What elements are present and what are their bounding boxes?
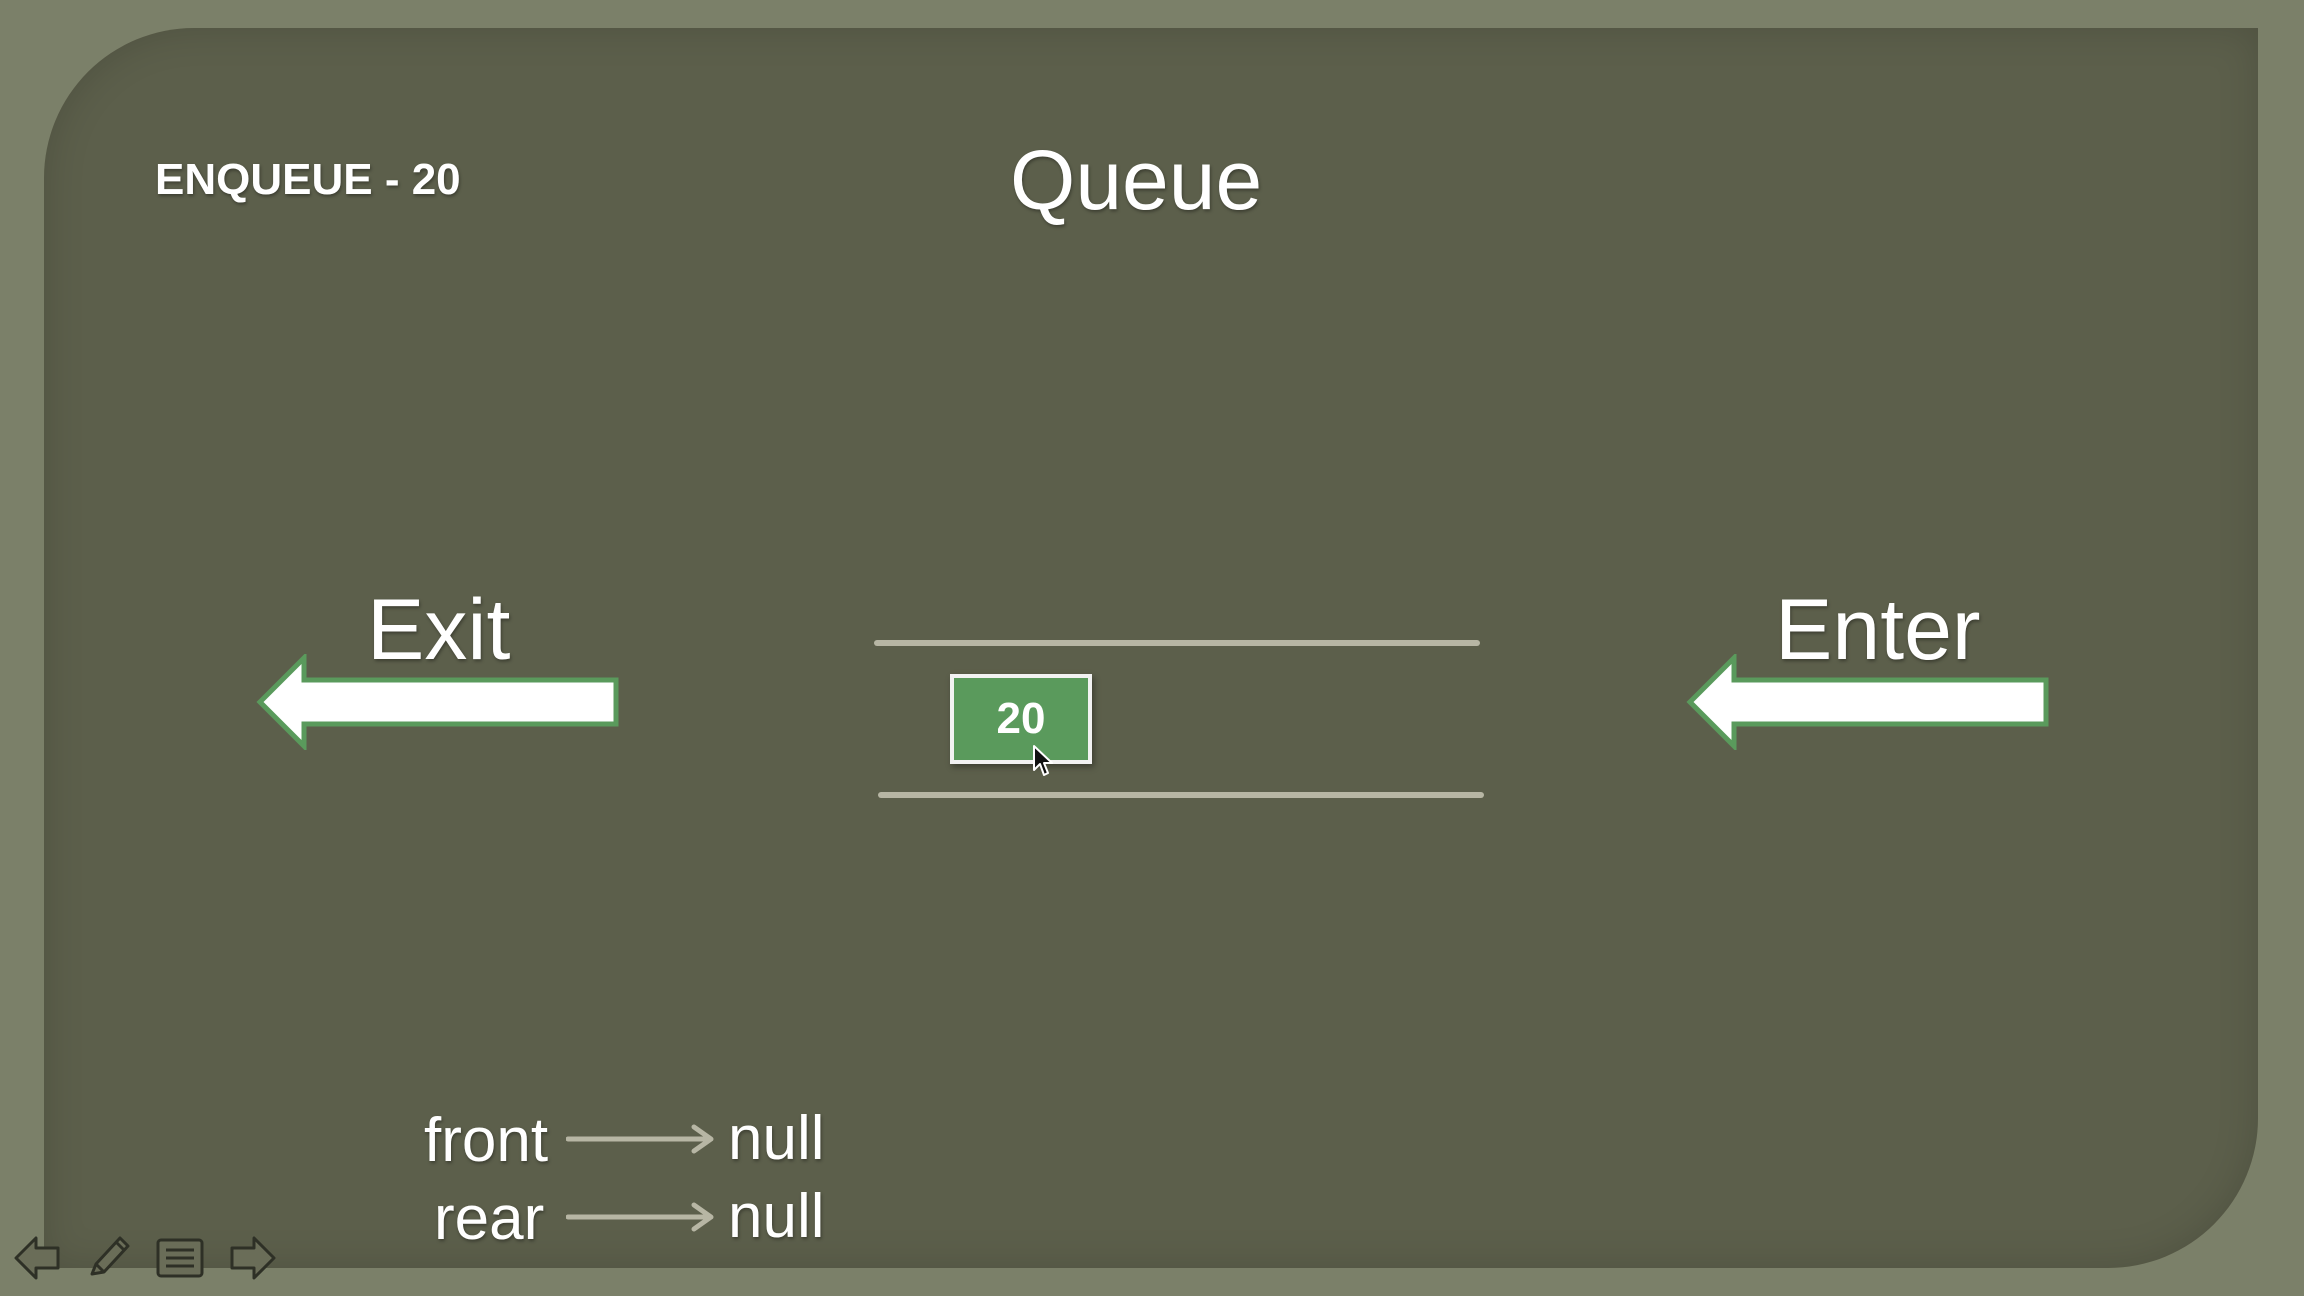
- mouse-pointer-icon: [1033, 745, 1053, 776]
- exit-label: Exit: [367, 582, 511, 678]
- enter-label: Enter: [1775, 582, 1981, 678]
- front-pointer-label: front: [424, 1106, 549, 1175]
- slide: [44, 28, 2258, 1268]
- pen-icon[interactable]: [80, 1230, 136, 1286]
- exit-arrow-icon: [256, 654, 619, 750]
- menu-icon[interactable]: [152, 1230, 208, 1286]
- queue-node-value: 20: [996, 694, 1046, 743]
- rear-pointer-value: null: [728, 1182, 825, 1251]
- operation-label: ENQUEUE - 20: [155, 155, 461, 204]
- rear-pointer-arrow-icon: [566, 1202, 714, 1232]
- slideshow-controls: [10, 1230, 280, 1286]
- next-arrow-icon[interactable]: [224, 1230, 280, 1286]
- rear-pointer-label: rear: [434, 1184, 545, 1253]
- enter-arrow-icon: [1686, 654, 2049, 750]
- slide-title: Queue: [1010, 133, 1263, 227]
- previous-arrow-icon[interactable]: [10, 1230, 66, 1286]
- queue-node: 20: [950, 674, 1092, 764]
- queue-top-rail: [874, 640, 1480, 646]
- front-pointer-value: null: [728, 1104, 825, 1173]
- front-pointer-arrow-icon: [566, 1124, 714, 1154]
- queue-bottom-rail: [878, 792, 1484, 798]
